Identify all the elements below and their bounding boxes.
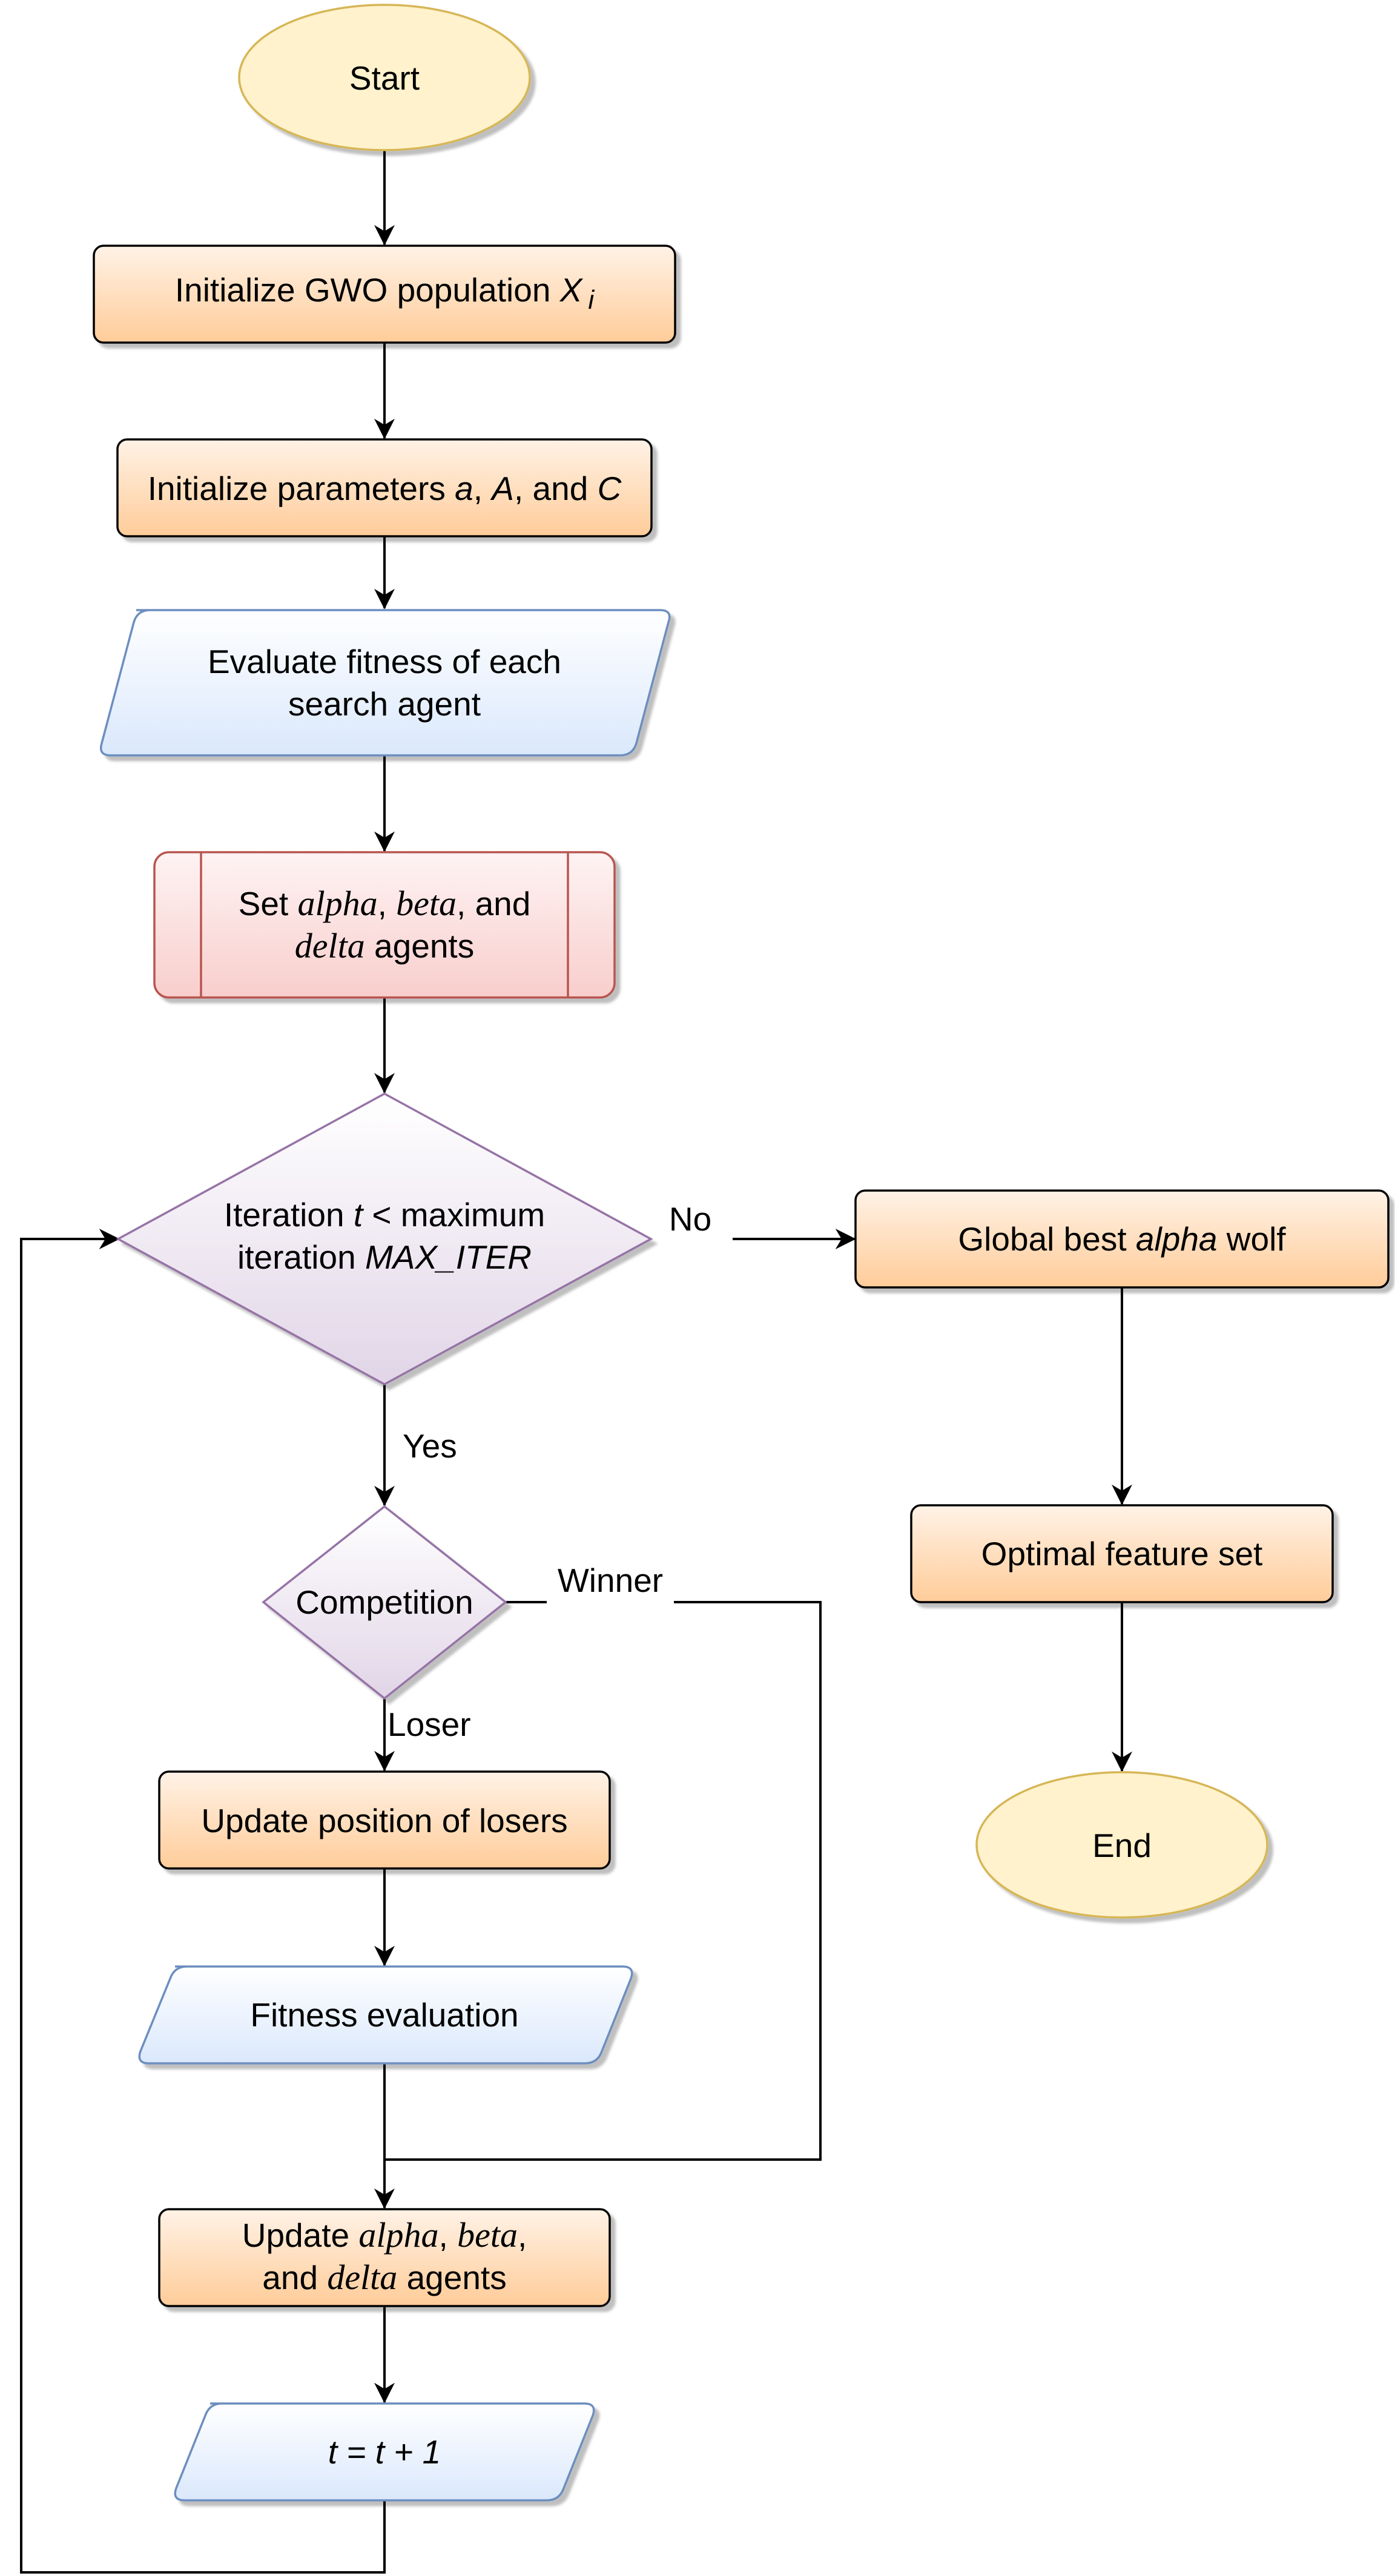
optimal-features-step: Optimal feature set — [910, 1504, 1334, 1603]
competition-label: Competition — [295, 1583, 473, 1621]
init-params-label: Initialize parameters a, A, and C — [148, 470, 622, 507]
end-terminal: End — [975, 1771, 1268, 1919]
set-agents-line1: Set alpha, beta, and — [239, 884, 531, 923]
edge-label-no: No — [669, 1200, 711, 1238]
global-best-label: Global best alpha wolf — [958, 1220, 1286, 1258]
increment-label: t = t + 1 — [328, 2433, 441, 2471]
start-terminal: Start — [238, 4, 531, 151]
update-agents-line1: Update alpha, beta, — [242, 2215, 527, 2255]
edge-label-winner: Winner — [558, 1562, 663, 1599]
init-params-step: Initialize parameters a, A, and C — [116, 438, 653, 537]
update-agents-line2: and delta agents — [262, 2258, 506, 2297]
update-agents-step: Update alpha, beta, and delta agents — [158, 2208, 611, 2307]
global-best-step: Global best alpha wolf — [854, 1189, 1390, 1289]
start-label: Start — [349, 59, 420, 97]
fitness-evaluation-label: Fitness evaluation — [250, 1996, 518, 2034]
optimal-features-label: Optimal feature set — [981, 1535, 1263, 1572]
set-agents-subprocess: Set alpha, beta, and delta agents — [153, 851, 616, 999]
fitness-evaluation-io: Fitness evaluation — [138, 1965, 633, 2065]
iteration-decision: Iteration t < maximum iteration MAX_ITER — [116, 1092, 653, 1385]
edge-competition-winner-to-update-agents — [384, 1601, 822, 2161]
set-agents-line2: delta agents — [295, 926, 474, 965]
evaluate-fitness-io: Evaluate fitness of each search agent — [99, 609, 671, 757]
increment-io: t = t + 1 — [174, 2402, 595, 2502]
evaluate-fitness-line2: search agent — [288, 685, 481, 723]
edge-label-loser: Loser — [388, 1706, 471, 1743]
update-losers-step: Update position of losers — [158, 1770, 611, 1870]
iteration-line2: iteration MAX_ITER — [237, 1238, 532, 1276]
iteration-line1: Iteration t < maximum — [224, 1196, 545, 1234]
update-losers-label: Update position of losers — [201, 1802, 567, 1839]
edge-label-yes: Yes — [403, 1427, 457, 1465]
end-label: End — [1092, 1827, 1152, 1864]
edge-increment-loop-back — [20, 1229, 386, 2574]
competition-decision: Competition — [262, 1505, 507, 1700]
evaluate-fitness-line1: Evaluate fitness of each — [208, 643, 561, 680]
